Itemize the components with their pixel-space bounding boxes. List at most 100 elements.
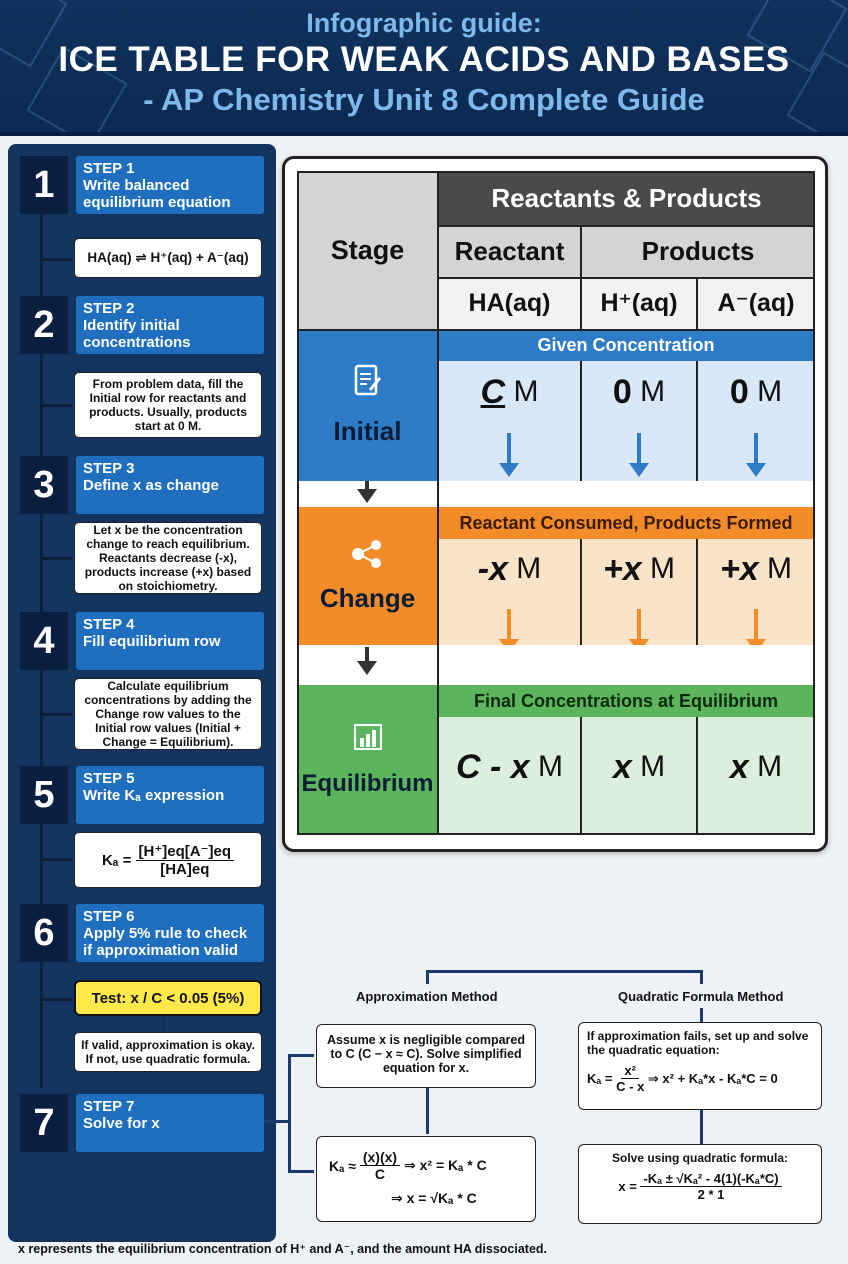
- down-arrow-icon: [746, 609, 766, 653]
- row-initial-label: Initial: [333, 415, 402, 446]
- step-number: 1: [20, 156, 68, 214]
- down-arrow-icon: [499, 433, 519, 477]
- header-banner: Infographic guide: ICE TABLE FOR WEAK AC…: [0, 0, 848, 136]
- document-pen-icon: [354, 364, 381, 395]
- species-a-minus: A⁻(aq): [697, 277, 815, 329]
- connector: [700, 970, 703, 984]
- equilibrium-value-ha: C - x M: [455, 747, 564, 786]
- connector: [166, 1016, 168, 1030]
- approx-method-title: Approximation Method: [356, 989, 498, 1004]
- equilibrium-values-bg: [438, 717, 815, 835]
- approx-den: C: [374, 1166, 386, 1182]
- grid-line: [438, 225, 815, 227]
- row-gap: [297, 481, 815, 507]
- step-6-note: If valid, approximation is okay. If not,…: [74, 1032, 262, 1072]
- step-box: STEP 2 Identify initial concentrations: [76, 296, 264, 354]
- step-number: 4: [20, 612, 68, 670]
- step-label: STEP 7: [83, 1098, 135, 1115]
- bar-chart-icon: [353, 724, 382, 750]
- step-label: STEP 3: [83, 460, 135, 477]
- reactant-header: Reactant: [438, 225, 581, 277]
- change-banner: Reactant Consumed, Products Formed: [438, 507, 814, 539]
- initial-value-h: 0 M: [612, 372, 666, 411]
- step-label: STEP 6: [83, 908, 135, 925]
- step-4-note: Calculate equilibrium concentrations by …: [74, 678, 262, 750]
- step-box: STEP 7 Solve for x: [76, 1094, 264, 1152]
- quadratic-solve-label: Solve using quadratic formula:: [611, 1151, 789, 1165]
- grid-line: [297, 833, 815, 835]
- connector: [42, 258, 72, 261]
- quadratic-solution-box: Solve using quadratic formula: x = -Kₐ ±…: [578, 1144, 822, 1224]
- connector: [700, 1110, 703, 1144]
- step-2-note: From problem data, fill the Initial row …: [74, 372, 262, 438]
- step-number: 2: [20, 296, 68, 354]
- step-label: STEP 2: [83, 300, 135, 317]
- connector: [42, 557, 72, 560]
- ka-label: Kₐ =: [101, 851, 132, 869]
- ice-table-card: Stage Reactants & Products Reactant Prod…: [282, 156, 828, 852]
- grid-line: [297, 329, 815, 331]
- step-number: 3: [20, 456, 68, 514]
- down-arrow-icon: [499, 609, 519, 653]
- row-change-label: Change: [319, 582, 416, 613]
- five-percent-test: Test: x / C < 0.05 (5%): [74, 980, 262, 1016]
- step-4: 4 STEP 4 Fill equilibrium row: [20, 612, 264, 670]
- step-number: 7: [20, 1094, 68, 1152]
- connector: [288, 1054, 314, 1057]
- step-desc: if approximation valid: [83, 942, 239, 959]
- step-box: STEP 6 Apply 5% rule to check if approxi…: [76, 904, 264, 962]
- step-number: 6: [20, 904, 68, 962]
- ka-fraction: [H⁺]eq[A⁻]eq [HA]eq: [135, 842, 235, 878]
- change-value-ha: -x M: [477, 549, 542, 588]
- row-equilibrium-label: Equilibrium: [301, 770, 434, 797]
- step-box: STEP 4 Fill equilibrium row: [76, 612, 264, 670]
- connector: [42, 404, 72, 407]
- initial-value-a: 0 M: [729, 372, 783, 411]
- quadratic-description: If approximation fails, set up and solve…: [587, 1029, 809, 1057]
- equilibrium-value-h: x M: [612, 747, 666, 786]
- quad-num: x²: [621, 1063, 639, 1079]
- down-arrow-icon: [357, 647, 377, 675]
- connector: [700, 1008, 703, 1022]
- quadratic-box: If approximation fails, set up and solve…: [578, 1022, 822, 1110]
- grid-line: [580, 361, 582, 481]
- species-h-plus: H⁺(aq): [581, 277, 697, 329]
- connector: [42, 858, 72, 861]
- stage-header: Stage: [297, 171, 438, 329]
- step-desc: Define x as change: [83, 477, 219, 494]
- molecule-icon: [351, 539, 381, 568]
- header-title-line2: - AP Chemistry Unit 8 Complete Guide: [143, 82, 705, 117]
- step-box: STEP 5 Write Kₐ expression: [76, 766, 264, 824]
- connector: [42, 998, 72, 1001]
- products-header: Products: [581, 225, 815, 277]
- approx-ka: Kₐ ≈: [329, 1157, 356, 1174]
- ka-denominator: [HA]eq: [160, 861, 210, 878]
- step-5-ka-expression: Kₐ = [H⁺]eq[A⁻]eq [HA]eq: [74, 832, 262, 888]
- equilibrium-banner: Final Concentrations at Equilibrium: [438, 685, 814, 717]
- step-desc: equilibrium equation: [83, 194, 231, 211]
- connector: [42, 713, 72, 716]
- grid-line: [813, 171, 815, 835]
- initial-value-ha: C M: [480, 372, 539, 411]
- quad-ka: Kₐ =: [587, 1071, 613, 1086]
- initial-values-bg: [438, 361, 815, 481]
- step-desc: Apply 5% rule to check: [83, 925, 248, 942]
- quad-sol-x: x =: [618, 1179, 637, 1194]
- change-values-bg: [438, 539, 815, 645]
- quad-sol-num: -Kₐ ± √Kₐ² - 4(1)(-Kₐ*C): [640, 1171, 782, 1187]
- quad-sol-den: 2 * 1: [697, 1187, 725, 1202]
- down-arrow-icon: [357, 481, 377, 503]
- approx-rhs: ⇒ x² = Kₐ * C: [403, 1157, 487, 1173]
- row-equilibrium-label-cell: Equilibrium: [297, 685, 438, 835]
- grid-line: [580, 539, 582, 645]
- header-subtitle: Infographic guide:: [306, 8, 542, 38]
- approx-num: (x)(x): [359, 1149, 401, 1166]
- step-desc: Write Kₐ expression: [83, 787, 225, 804]
- connector: [264, 1120, 288, 1123]
- species-ha: HA(aq): [438, 277, 581, 329]
- step-label: STEP 5: [83, 770, 135, 787]
- step-desc: concentrations: [83, 334, 191, 351]
- row-initial-label-cell: Initial: [297, 329, 438, 481]
- connector: [426, 1088, 429, 1134]
